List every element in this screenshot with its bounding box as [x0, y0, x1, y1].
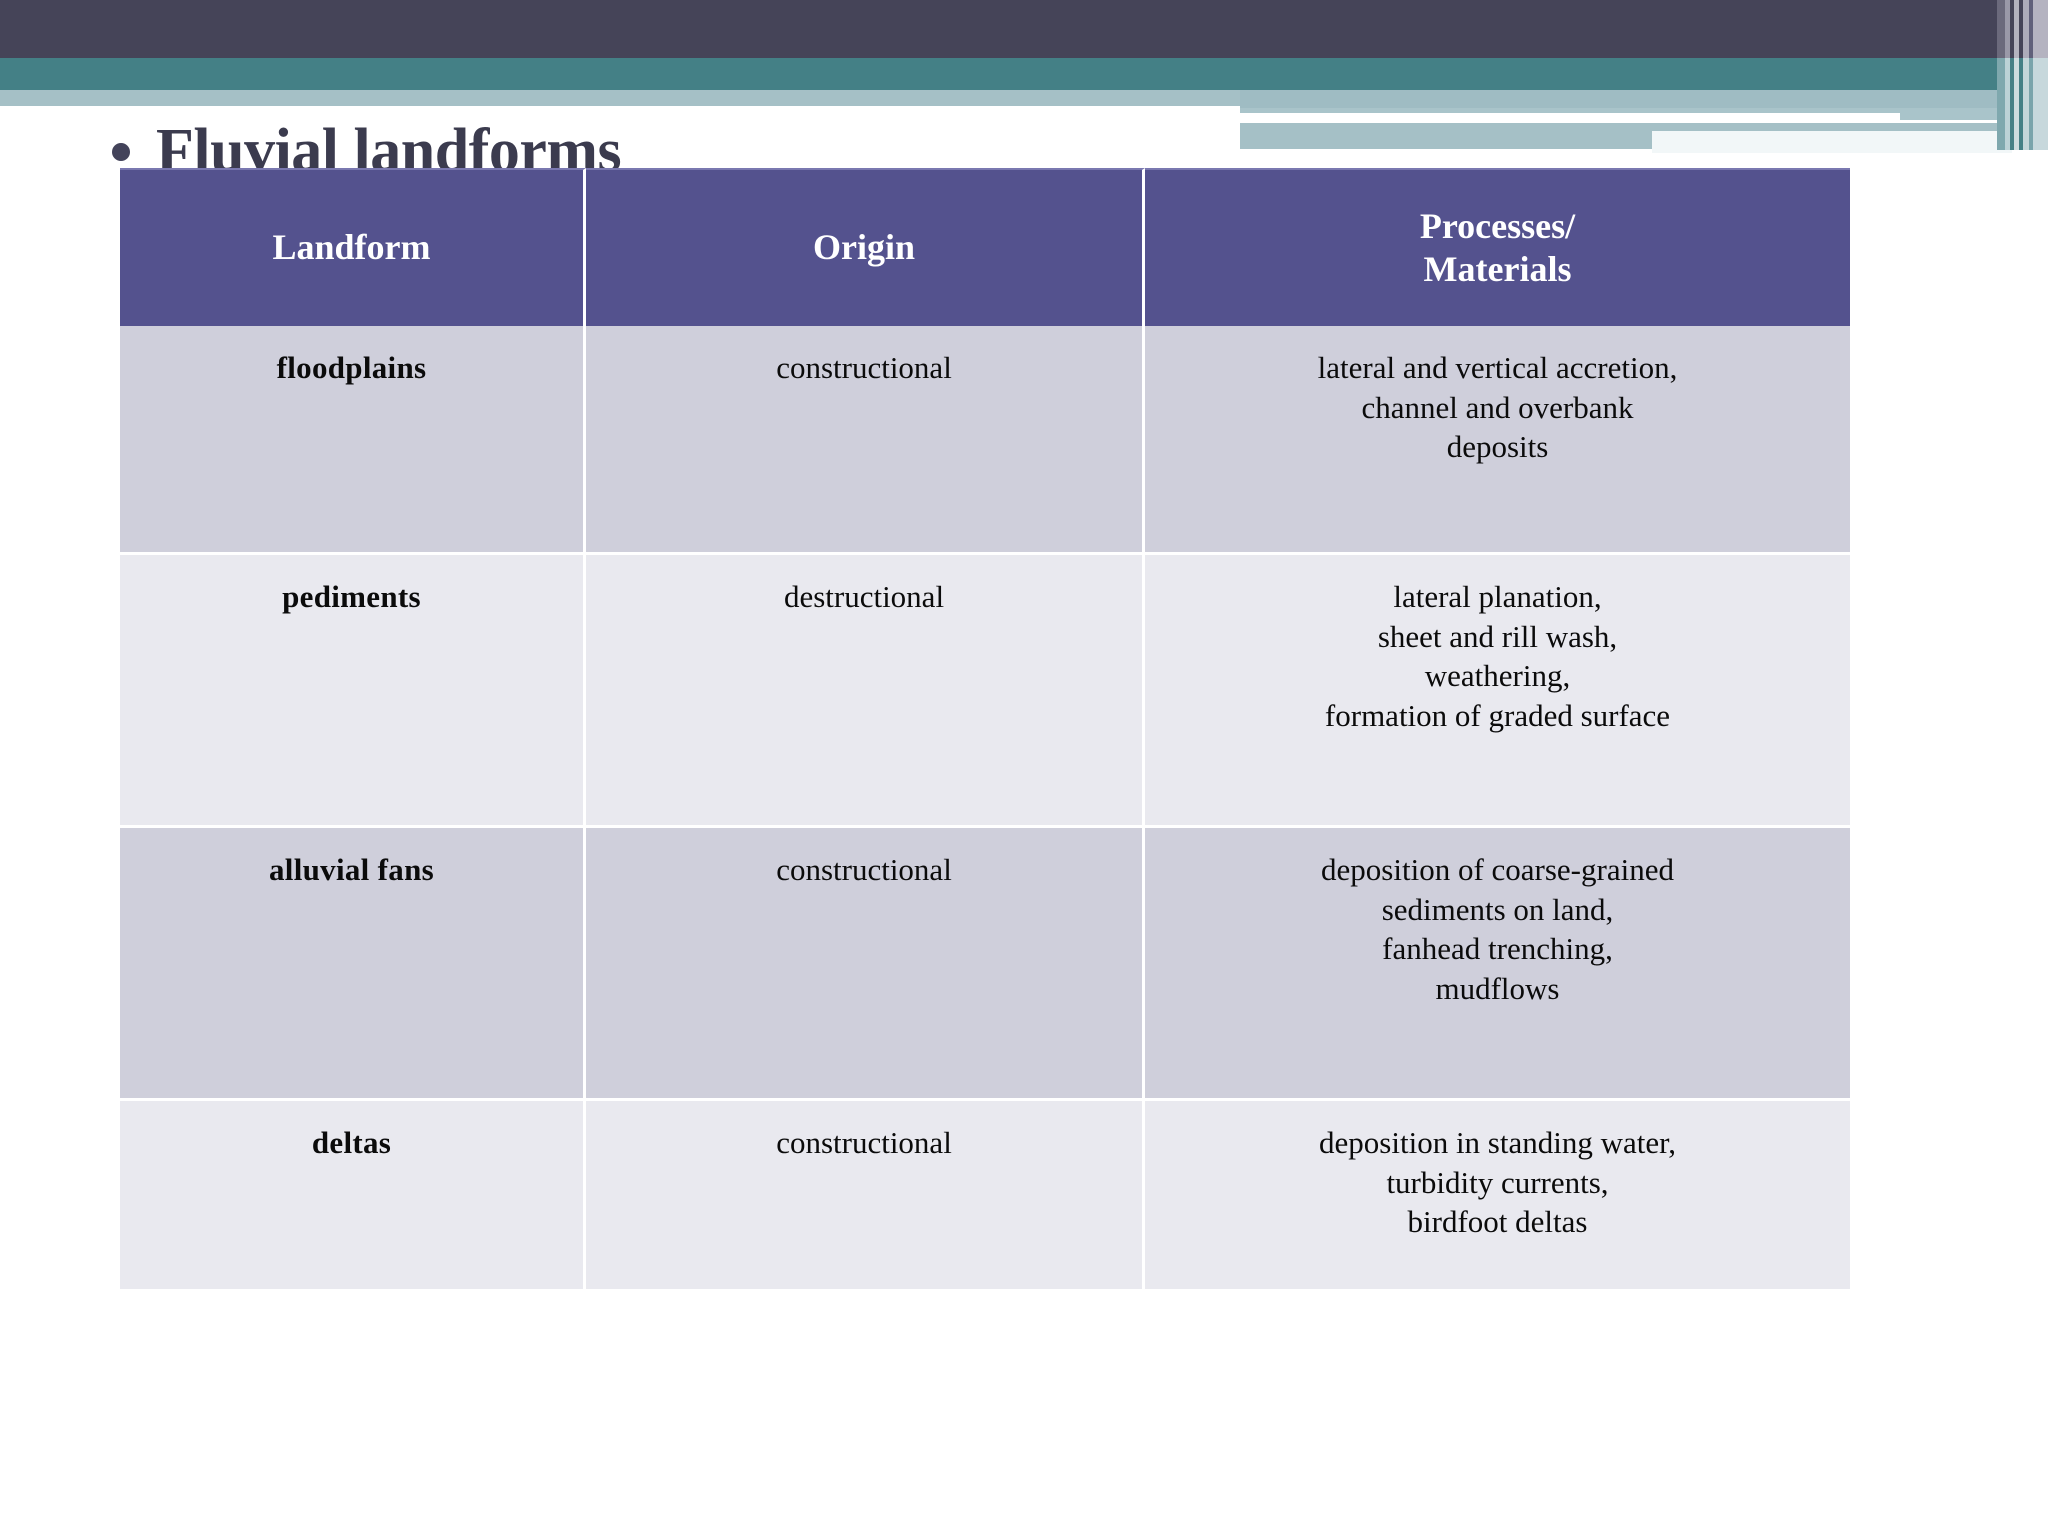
cell-origin: constructional [586, 828, 1145, 1101]
banner-band-light-left [0, 90, 1240, 106]
table-row: pediments destructional lateral planatio… [120, 555, 1850, 828]
column-header-origin: Origin [586, 168, 1145, 326]
cell-landform: deltas [120, 1101, 586, 1292]
cell-origin: constructional [586, 1101, 1145, 1292]
table-header: Landform Origin Processes/ Materials [120, 168, 1850, 326]
cell-landform: pediments [120, 555, 586, 828]
cell-processes: lateral planation, sheet and rill wash, … [1145, 555, 1850, 828]
column-header-landform: Landform [120, 168, 586, 326]
banner-band-dark [0, 0, 2048, 58]
cell-origin: constructional [586, 326, 1145, 555]
banner-vstripe-1 [1997, 0, 2005, 112]
cell-origin: destructional [586, 555, 1145, 828]
column-header-processes: Processes/ Materials [1145, 168, 1850, 326]
banner-vstripe-4 [2014, 0, 2019, 112]
fluvial-landforms-table: Landform Origin Processes/ Materials flo… [120, 168, 1850, 1292]
banner-vstripe-teal-1 [1997, 58, 2005, 150]
banner-vstripe-5 [2019, 0, 2023, 112]
banner-vstripe-6 [2023, 0, 2029, 112]
banner-vstripe-teal-3 [2010, 58, 2014, 150]
table-row: deltas constructional deposition in stan… [120, 1101, 1850, 1292]
banner-band-pale-wash [1652, 131, 2012, 153]
slide-banner [0, 0, 2048, 200]
cell-landform: floodplains [120, 326, 586, 555]
banner-vstripe-2 [2005, 0, 2010, 112]
banner-vstripe-teal-8 [2033, 58, 2048, 150]
banner-vstripe-teal-7 [2029, 58, 2033, 150]
table-row: floodplains constructional lateral and v… [120, 326, 1850, 555]
table-body: floodplains constructional lateral and v… [120, 326, 1850, 1292]
banner-band-teal [0, 58, 2048, 90]
table-row: alluvial fans constructional deposition … [120, 828, 1850, 1101]
cell-processes: deposition in standing water, turbidity … [1145, 1101, 1850, 1292]
bullet-dot-icon [112, 143, 130, 161]
banner-vstripe-teal-4 [2014, 58, 2019, 150]
banner-vstripe-7 [2029, 0, 2033, 112]
banner-vstripe-teal-2 [2005, 58, 2010, 150]
cell-landform: alluvial fans [120, 828, 586, 1101]
banner-vstripe-teal-5 [2019, 58, 2023, 150]
cell-processes: lateral and vertical accretion, channel … [1145, 326, 1850, 555]
table-header-row: Landform Origin Processes/ Materials [120, 168, 1850, 326]
banner-band-light-right [1240, 90, 2048, 108]
banner-band-white-slit [1240, 113, 1900, 123]
cell-processes: deposition of coarse-grained sediments o… [1145, 828, 1850, 1101]
banner-vstripe-3 [2010, 0, 2014, 112]
banner-vstripe-teal-6 [2023, 58, 2029, 150]
